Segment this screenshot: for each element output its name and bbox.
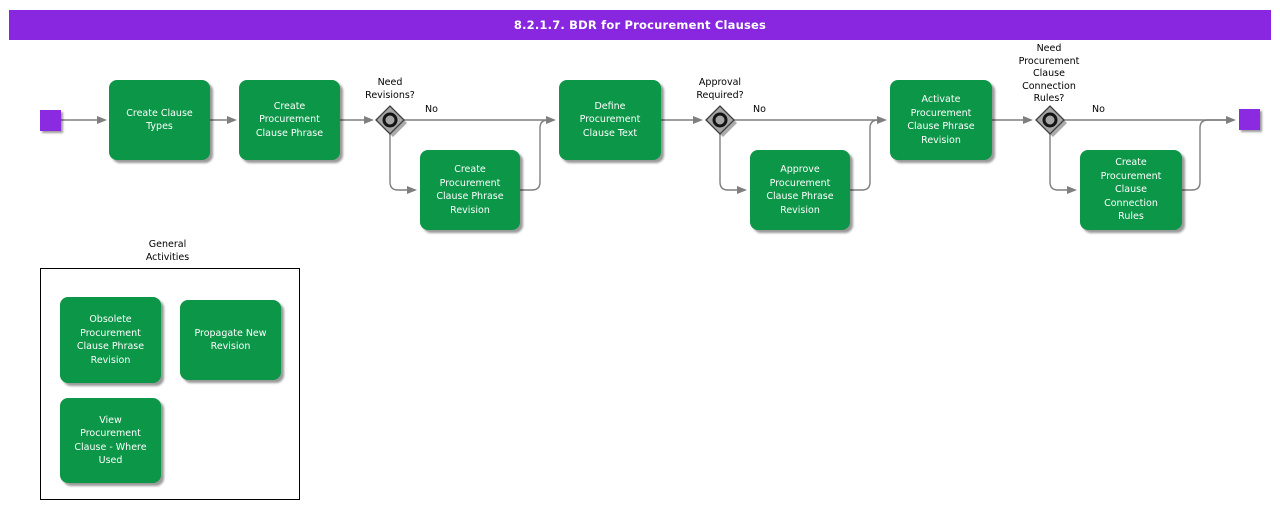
activity-create-procurement-clause-phrase[interactable]: Create Procurement Clause Phrase — [239, 80, 340, 160]
activity-define-procurement-clause-text[interactable]: Define Procurement Clause Text — [559, 80, 661, 160]
connector-approval-yes-to-approve-revision — [719, 134, 747, 194]
decision-label-need-connection-rules: Need Procurement Clause Connection Rules… — [1018, 43, 1080, 104]
branch-label-no: No — [1092, 104, 1105, 115]
start-node — [40, 110, 61, 131]
diagram-title: 8.2.1.7. BDR for Procurement Clauses — [513, 18, 767, 32]
decision-circle-icon — [1042, 112, 1058, 128]
branch-label-no: No — [425, 104, 438, 115]
activity-propagate-new-revision[interactable]: Propagate New Revision — [180, 300, 281, 380]
activity-label: Approve Procurement Clause Phrase Revisi… — [766, 164, 834, 216]
activity-label: Define Procurement Clause Text — [579, 100, 641, 139]
decision-label-approval-required: Approval Required? — [696, 77, 744, 101]
connector-approve-revision-merge — [850, 119, 883, 191]
decision-need-revisions[interactable] — [375, 105, 405, 135]
activity-obsolete-procurement-clause-phrase-revision[interactable]: Obsolete Procurement Clause Phrase Revis… — [60, 297, 161, 383]
diagram-title-bar: 8.2.1.7. BDR for Procurement Clauses — [9, 10, 1271, 40]
connector-create-revision-merge — [520, 119, 553, 191]
decision-label-need-revisions: Need Revisions? — [365, 77, 415, 101]
activity-create-procurement-clause-connection-rules[interactable]: Create Procurement Clause Connection Rul… — [1080, 150, 1182, 230]
end-node — [1239, 109, 1260, 130]
activity-create-clause-types[interactable]: Create Clause Types — [109, 80, 210, 160]
connector-need-revisions-yes-to-create-revision — [389, 134, 417, 194]
general-activities-title: General Activities — [145, 239, 190, 263]
decision-approval-required[interactable] — [705, 105, 735, 135]
activity-label: Create Procurement Clause Connection Rul… — [1100, 157, 1162, 223]
connector-create-rules-merge — [1182, 119, 1232, 191]
activity-label: Create Procurement Clause Phrase Revisio… — [436, 164, 504, 216]
decision-diamonds — [375, 105, 1067, 137]
activity-create-procurement-clause-phrase-revision[interactable]: Create Procurement Clause Phrase Revisio… — [420, 150, 520, 230]
activity-label: Obsolete Procurement Clause Phrase Revis… — [76, 314, 145, 366]
branch-label-no: No — [753, 104, 766, 115]
flow-connectors — [61, 116, 1236, 194]
activity-label: Create Procurement Clause Phrase — [255, 100, 324, 139]
activity-label: View Procurement Clause - Where Used — [74, 414, 147, 467]
activity-view-procurement-clause-where-used[interactable]: View Procurement Clause - Where Used — [60, 398, 161, 483]
activity-label: Propagate New Revision — [194, 327, 267, 353]
activity-approve-procurement-clause-phrase-revision[interactable]: Approve Procurement Clause Phrase Revisi… — [750, 150, 850, 230]
decision-circle-icon — [382, 112, 398, 128]
decision-need-connection-rules[interactable] — [1035, 105, 1065, 135]
connector-need-rules-yes-to-create-rules — [1049, 134, 1077, 194]
activity-label: Activate Procurement Clause Phrase Revis… — [907, 94, 975, 146]
activity-activate-procurement-clause-phrase-revision[interactable]: Activate Procurement Clause Phrase Revis… — [890, 80, 992, 160]
activity-label: Create Clause Types — [126, 107, 193, 133]
decision-circle-icon — [712, 112, 728, 128]
